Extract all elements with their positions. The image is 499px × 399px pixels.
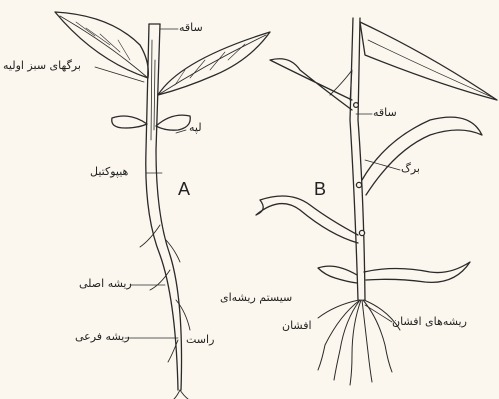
monocot-stem — [350, 18, 358, 300]
label-fibrous-system: افشان — [282, 320, 312, 331]
label-taproot: راست — [186, 334, 214, 345]
dicot-stem-edge — [156, 24, 182, 390]
label-cotyledon: لپه — [189, 122, 202, 133]
label-secondary-root: ریشه فرعی — [75, 331, 130, 342]
label-primary-leaves: برگهای سبز اولیه — [3, 60, 81, 71]
label-stem-a: ساقه — [179, 22, 203, 33]
monocot-stem-edge — [358, 18, 365, 300]
monocot-fibrous-roots — [318, 300, 400, 385]
label-main-root: ریشه اصلی — [79, 278, 132, 289]
monocot-mid-right-leaf — [362, 117, 482, 195]
dicot-right-cotyledon — [156, 115, 190, 130]
label-leaf: برگ — [401, 163, 420, 174]
panel-letter-a: A — [178, 180, 190, 198]
monocot-lower-left-leaf — [256, 196, 358, 243]
label-root-system: سیستم ریشه‌ای — [220, 292, 292, 303]
monocot-lower-right-leaf — [364, 262, 470, 282]
monocot-top-leaf — [360, 22, 497, 100]
panel-letter-b: B — [314, 180, 326, 198]
dicot-stem — [146, 24, 178, 390]
label-stem-b: ساقه — [373, 107, 397, 118]
dicot-left-cotyledon — [112, 116, 147, 128]
label-fibrous-roots: ریشه‌های افشان — [392, 316, 467, 327]
label-hypocotyl: هیپوکتیل — [90, 166, 128, 177]
